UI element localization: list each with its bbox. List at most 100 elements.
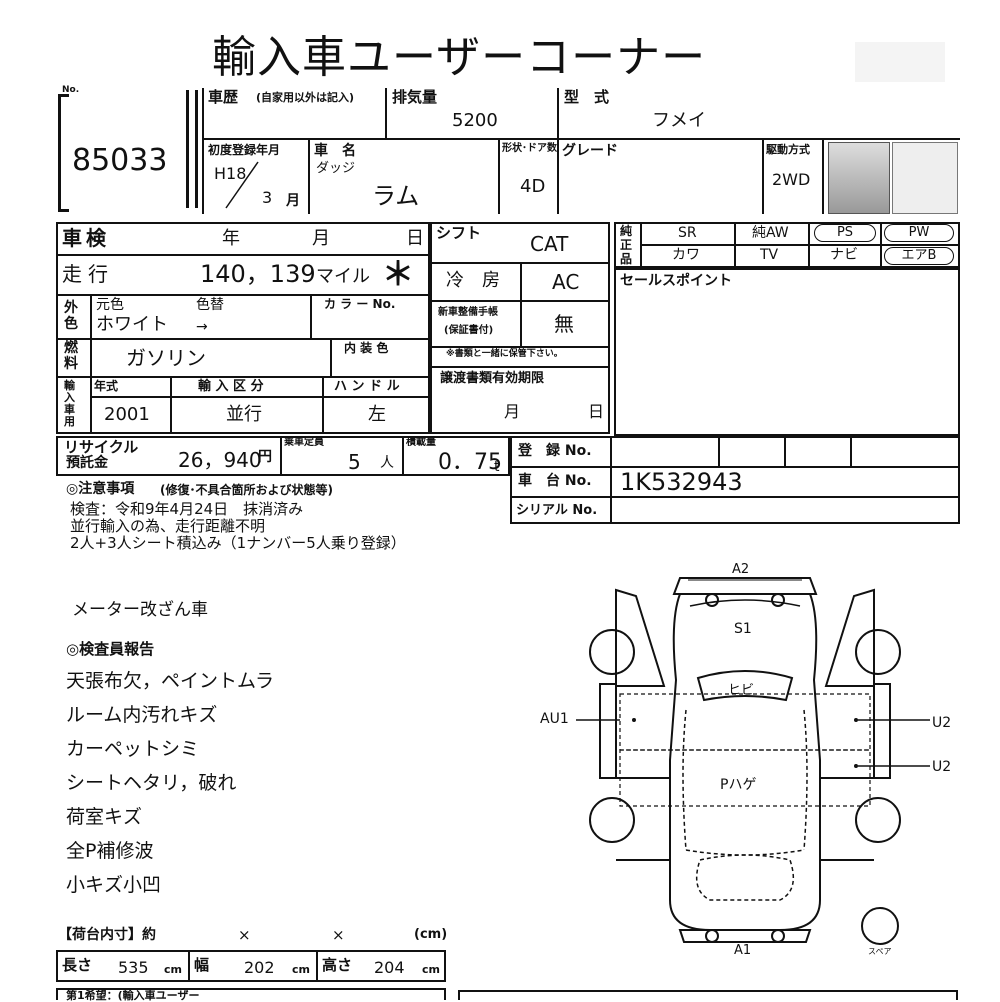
footer-text: 第1希望：(輸入車ユーザー xyxy=(66,989,200,1002)
serial-label: シリアル No. xyxy=(516,503,598,518)
cargo-height-unit: cm xyxy=(422,963,440,976)
shape-label: 形状･ドア数 xyxy=(502,143,557,154)
chassis-value: 1K532943 xyxy=(620,468,743,496)
inspector-line-7: 小キズ小凹 xyxy=(66,874,162,896)
inspector-label: ◎検査員報告 xyxy=(66,640,155,658)
cargo-width-label: 幅 xyxy=(194,956,210,974)
equipment-sep-2 xyxy=(808,222,810,268)
equip-navi: ナビ xyxy=(830,247,858,263)
interior-label: 内 装 色 xyxy=(344,341,389,355)
inspector-line-3: カーペットシミ xyxy=(66,738,200,760)
ac-label: 冷 房 xyxy=(446,270,500,291)
footer-box-left xyxy=(56,988,446,1000)
top-row-sep-1 xyxy=(385,88,387,138)
mid-line-4 xyxy=(430,366,610,368)
auction-face-icon xyxy=(892,142,958,214)
first-reg-month: 3 xyxy=(262,188,273,207)
reg-line-2 xyxy=(510,496,960,498)
ac-value: AC xyxy=(552,270,580,294)
top-row-left-edge xyxy=(202,88,204,214)
displacement-value: 5200 xyxy=(452,110,498,131)
cargo-label: 【荷台内寸】約 xyxy=(58,927,156,943)
top-row-divider xyxy=(202,138,960,140)
load-unit: t xyxy=(494,459,500,475)
grade-label: グレード xyxy=(562,143,618,159)
cargo-height-value: 204 xyxy=(374,958,405,977)
grid-line-2 xyxy=(56,294,430,296)
inspection-day: 日 xyxy=(406,228,424,249)
cargo-height-label: 高さ xyxy=(322,956,353,974)
equip-sr: SR xyxy=(678,225,697,241)
inspector-line-2: ルーム内汚れキズ xyxy=(66,704,218,726)
interior-sep xyxy=(330,338,332,376)
cargo-x-2: × xyxy=(332,926,345,944)
diagram-label-u2-lower: U2 xyxy=(932,759,952,775)
cargo-length-value: 535 xyxy=(118,958,149,977)
color-orig-label: 元色 xyxy=(96,297,124,313)
mileage-label: 走行 xyxy=(62,262,114,286)
diagram-label-u2-upper: U2 xyxy=(932,715,952,731)
inspector-line-4: シートヘタリ，破れ xyxy=(66,772,237,794)
reg-label: 登 録 No. xyxy=(518,443,592,459)
recycle-value: 26，940 xyxy=(178,448,262,472)
lot-bracket-right xyxy=(186,90,198,208)
car-name-label: 車 名 xyxy=(314,143,356,159)
mileage-mark: ＊ xyxy=(382,255,415,293)
drive-value: 2WD xyxy=(772,170,811,189)
history-note: (自家用以外は記入) xyxy=(256,91,355,104)
cargo-box xyxy=(56,950,446,982)
second-row-sep-1 xyxy=(308,138,310,214)
reg-cell-1 xyxy=(718,436,720,466)
diagram-label-a2: A2 xyxy=(732,562,750,577)
equip-airbag: エアB xyxy=(884,247,954,265)
handle-value: 左 xyxy=(368,404,386,425)
main-grid-mid xyxy=(430,222,610,434)
import-sep-1 xyxy=(170,376,172,434)
grid-line-1 xyxy=(56,254,430,256)
import-header-line xyxy=(90,396,430,398)
reg-line-1 xyxy=(510,466,960,468)
diagram-label-hibi: ヒビ xyxy=(728,683,755,698)
shift-label: シフト xyxy=(436,224,482,242)
grid-label-col xyxy=(90,294,92,434)
cargo-x-1: × xyxy=(238,926,251,944)
first-reg-era: H18 xyxy=(214,164,247,183)
capacity-label: 乗車定員 xyxy=(284,437,324,448)
recycle-sep-2 xyxy=(402,436,404,476)
color-code-label: カ ラ ー No. xyxy=(324,297,396,311)
mid-sep-1 xyxy=(520,262,522,346)
import-sep-2 xyxy=(322,376,324,434)
first-reg-month-unit: 月 xyxy=(286,193,300,209)
handle-label: ハ ン ド ル xyxy=(334,379,400,394)
lot-number: 85033 xyxy=(72,143,168,178)
grid-line-4 xyxy=(56,376,430,378)
shape-value: 4D xyxy=(520,176,546,197)
grid-line-3 xyxy=(56,338,430,340)
inspector-line-5: 荷室キズ xyxy=(66,806,143,828)
inspector-line-6: 全P補修波 xyxy=(66,840,154,862)
diagram-label-a1: A1 xyxy=(734,943,752,958)
chassis-label: 車 台 No. xyxy=(518,473,592,489)
mid-line-3 xyxy=(430,346,610,348)
notes-label-sub: (修復･不具合箇所および状態等) xyxy=(160,483,333,497)
second-row-sep-3 xyxy=(762,138,764,214)
load-value: 0．75 xyxy=(438,450,502,475)
diagram-label-au1: AU1 xyxy=(540,711,569,727)
recycle-label-1: リサイクル xyxy=(64,438,139,456)
lot-number-label: No. xyxy=(62,85,80,95)
transfer-docs-day: 日 xyxy=(588,402,605,421)
color-change-label: 色替 xyxy=(196,297,224,313)
model-label: 型 式 xyxy=(564,88,610,106)
inspection-label: 車検 xyxy=(62,226,110,250)
main-grid-left xyxy=(56,222,430,434)
color-arrow: → xyxy=(196,319,208,335)
displacement-label: 排気量 xyxy=(392,88,438,106)
first-reg-label: 初度登録年月 xyxy=(208,143,281,157)
reg-cell-2 xyxy=(784,436,786,466)
warranty-note: ※書類と一緒に保管下さい。 xyxy=(446,349,563,359)
warranty-value: 無 xyxy=(554,312,574,336)
equip-leather: カワ xyxy=(672,247,700,263)
page-title: 輸入車ユーザーコーナー xyxy=(212,32,707,83)
equip-tv: TV xyxy=(760,247,779,263)
recycle-sep-1 xyxy=(280,436,282,476)
